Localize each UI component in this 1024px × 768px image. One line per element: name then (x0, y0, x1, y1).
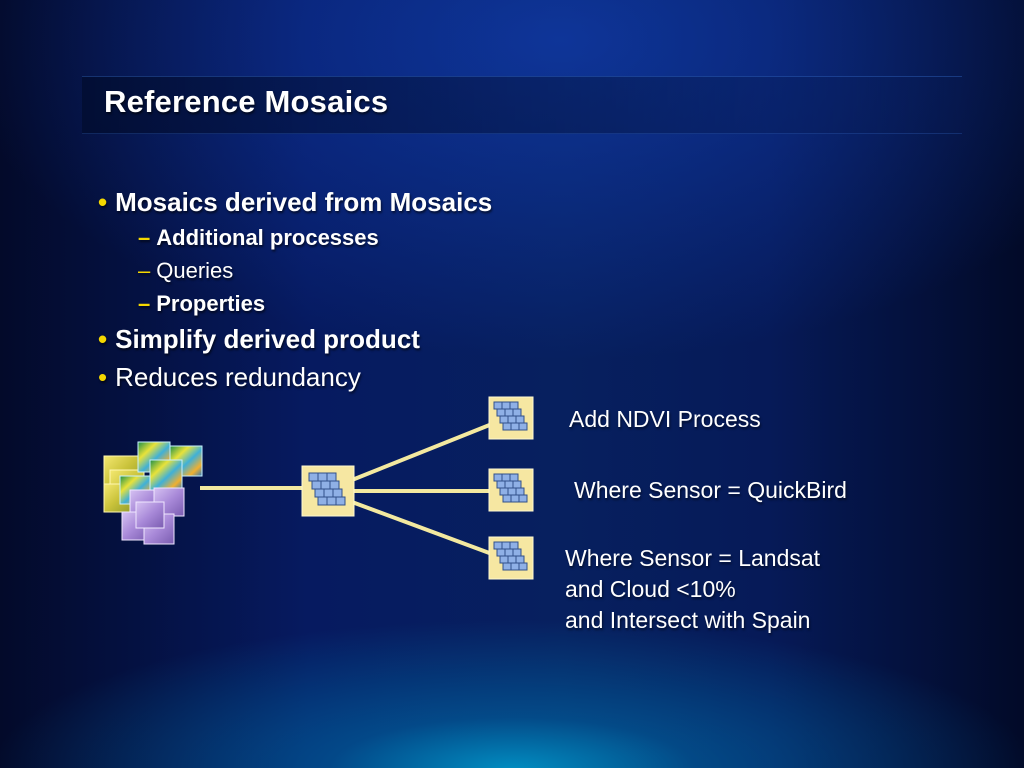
bullet-item: •Mosaics derived from Mosaics (98, 183, 492, 221)
dash-icon: – (138, 258, 151, 283)
label-landsat-cloud: and Cloud <10% (565, 576, 736, 602)
label-ndvi-process: Add NDVI Process (569, 406, 761, 432)
bullet-item: •Simplify derived product (98, 320, 492, 358)
connector-lines (200, 422, 493, 556)
bullet-dot-icon: • (98, 187, 108, 217)
bullet-list: •Mosaics derived from Mosaics –Additiona… (98, 183, 492, 396)
sub-bullet-item: –Additional processes (98, 221, 492, 254)
bullet-dot-icon: • (98, 362, 108, 392)
sub-bullet-text: Queries (156, 258, 234, 283)
sub-bullet-item: –Queries (98, 254, 492, 287)
connector-ndvi (351, 422, 493, 482)
bullet-text: Reduces redundancy (115, 362, 361, 392)
mosaic-dataset-icon (488, 468, 534, 512)
mosaic-dataset-icon (301, 465, 355, 517)
label-landsat-spain: and Intersect with Spain (565, 607, 811, 633)
bullet-text: Simplify derived product (115, 324, 420, 354)
title-bar (82, 76, 962, 134)
mosaic-dataset-icon (488, 396, 534, 440)
bullet-text: Mosaics derived from Mosaics (115, 187, 493, 217)
connector-landsat (351, 500, 493, 556)
stacked-imagery-icon (103, 441, 203, 545)
sub-bullet-item: –Properties (98, 287, 492, 320)
bullet-dot-icon: • (98, 324, 108, 354)
slide-title: Reference Mosaics (104, 84, 389, 119)
label-quickbird: Where Sensor = QuickBird (574, 477, 847, 503)
dash-icon: – (138, 291, 151, 316)
mosaic-dataset-icon (488, 536, 534, 580)
sub-bullet-text: Properties (156, 291, 266, 316)
dash-icon: – (138, 225, 151, 250)
sub-bullet-text: Additional processes (156, 225, 379, 250)
label-landsat: Where Sensor = Landsat (565, 545, 821, 571)
bullet-item: •Reduces redundancy (98, 358, 492, 396)
